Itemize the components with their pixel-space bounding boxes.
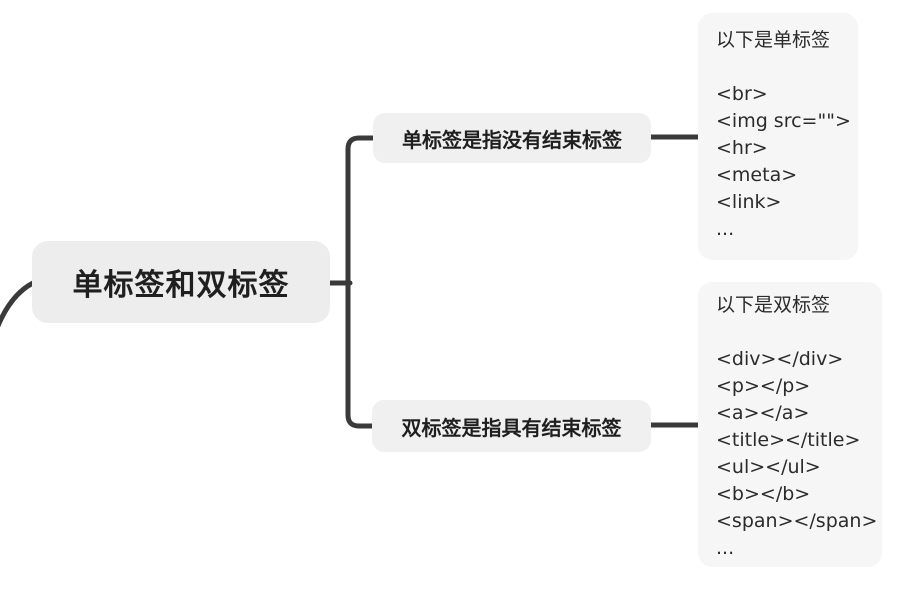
note-line: <ul></ul> [716,456,821,478]
note-double-blank-line [716,319,872,346]
note-line: <a></a> [716,402,810,424]
branch-node-double-tag[interactable]: 双标签是指具有结束标签 [372,400,651,452]
note-line: <div></div> [716,348,844,370]
note-single-heading: 以下是单标签 [716,29,831,51]
root-topic-label: 单标签和双标签 [72,268,290,303]
edge-parent-to-root [0,280,36,328]
note-line: <hr> [716,137,768,159]
branch-node-single-tag[interactable]: 单标签是指没有结束标签 [373,113,651,163]
note-line: <img src=""> [716,110,851,132]
edge-bracket [345,135,377,429]
note-line: <p></p> [716,375,811,397]
note-line: <meta> [716,164,798,186]
note-line: <br> [716,83,768,105]
root-topic-node[interactable]: 单标签和双标签 [32,241,330,323]
note-single-blank-line [716,54,848,81]
note-line: <link> [716,191,782,213]
note-line-ellipsis: ... [716,218,735,240]
branch-double-label: 双标签是指具有结束标签 [401,415,622,440]
note-box-double-tags[interactable]: 以下是双标签 <div></div> <p></p> <a></a> <titl… [698,282,882,567]
note-line: <title></title> [716,429,861,451]
note-line-ellipsis: ... [716,537,735,559]
note-double-heading: 以下是双标签 [716,294,831,316]
branch-single-label: 单标签是指没有结束标签 [402,127,622,152]
note-line: <b></b> [716,483,811,505]
note-line: <span></span> [716,510,878,532]
note-box-single-tags[interactable]: 以下是单标签 <br> <img src=""> <hr> <meta> <li… [698,13,858,260]
